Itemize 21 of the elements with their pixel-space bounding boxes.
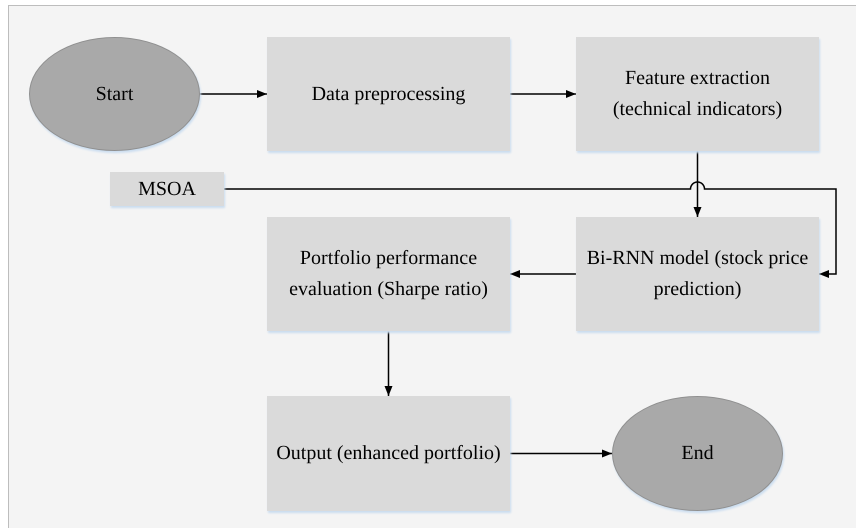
node-label: Start — [96, 82, 134, 106]
process-box — [110, 172, 224, 206]
arrow — [224, 181, 837, 278]
process-box — [267, 396, 510, 511]
node-label: MSOA — [138, 177, 196, 201]
process-box — [267, 217, 510, 331]
node-label: Portfolio performance evaluation (Sharpe ratio) — [288, 246, 489, 302]
node-label: Feature extraction (technical indicators) — [612, 66, 784, 122]
process-box — [576, 37, 819, 151]
arrow — [200, 90, 267, 98]
arrow — [510, 450, 612, 458]
node-label: Output (enhanced portfolio) — [276, 441, 501, 466]
arrow — [510, 90, 576, 98]
process-box — [576, 217, 819, 331]
arrow — [384, 331, 392, 396]
arrow — [510, 270, 576, 278]
node-label: Bi-RNN model (stock price prediction) — [586, 246, 810, 302]
arrow — [694, 151, 702, 217]
process-box — [267, 37, 510, 151]
node-label: End — [681, 441, 714, 466]
node-label: Data preprocessing — [312, 82, 466, 106]
